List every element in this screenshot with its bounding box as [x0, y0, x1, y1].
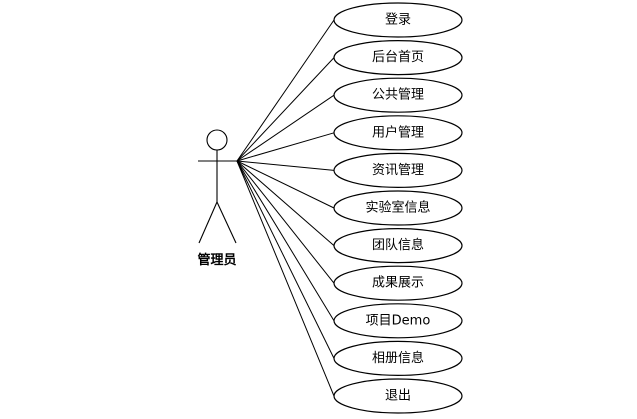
association-line — [236, 132, 335, 162]
use-case-label: 团队信息 — [372, 237, 424, 253]
use-case-ellipse — [333, 152, 463, 188]
association-line — [236, 94, 335, 162]
use-case: 实验室信息 — [333, 190, 463, 226]
use-case: 登录 — [333, 2, 463, 38]
use-case: 团队信息 — [333, 228, 463, 264]
use-case: 用户管理 — [333, 115, 463, 151]
use-case: 相册信息 — [333, 340, 463, 376]
actor-right-leg — [216, 201, 237, 244]
use-case-ellipse — [333, 378, 463, 414]
use-case-ellipse — [333, 115, 463, 151]
use-case-label: 成果展示 — [372, 276, 424, 291]
use-case-label: 公共管理 — [372, 88, 424, 103]
actor-head — [206, 129, 228, 151]
association-line — [236, 160, 335, 359]
association-line — [236, 160, 335, 284]
use-case: 后台首页 — [333, 39, 463, 76]
use-case-ellipse — [333, 303, 463, 339]
use-case-label: 实验室信息 — [365, 200, 430, 216]
actor-label: 管理员 — [197, 252, 236, 268]
association-line — [236, 160, 335, 397]
association-line — [236, 160, 335, 171]
association-line — [236, 160, 335, 322]
use-case-label: 后台首页 — [372, 50, 424, 65]
use-case-ellipse — [333, 190, 463, 226]
use-case-ellipse — [333, 39, 463, 76]
association-line — [236, 160, 335, 209]
use-case: 退出 — [333, 378, 463, 414]
use-case: 成果展示 — [333, 265, 463, 301]
use-case-label: 退出 — [385, 389, 411, 404]
association-line — [236, 160, 335, 246]
use-case: 公共管理 — [333, 77, 463, 113]
use-case: 项目Demo — [333, 303, 463, 339]
use-case-label: 资讯管理 — [372, 163, 424, 178]
use-case-label: 项目Demo — [366, 313, 431, 328]
use-case-ellipse — [333, 228, 463, 264]
use-case: 资讯管理 — [333, 152, 463, 188]
association-lines — [236, 19, 335, 397]
association-line — [236, 57, 335, 162]
actor-left-leg — [198, 201, 218, 244]
use-case-ellipse — [333, 265, 463, 301]
use-case-ellipse — [333, 77, 463, 113]
use-case-label: 登录 — [385, 13, 411, 28]
use-case-ellipse — [333, 2, 463, 38]
use-case-label: 用户管理 — [372, 124, 424, 140]
use-case-ellipse — [333, 340, 463, 376]
use-case-label: 相册信息 — [372, 350, 424, 366]
actor-figure — [198, 129, 237, 244]
association-line — [236, 19, 335, 162]
